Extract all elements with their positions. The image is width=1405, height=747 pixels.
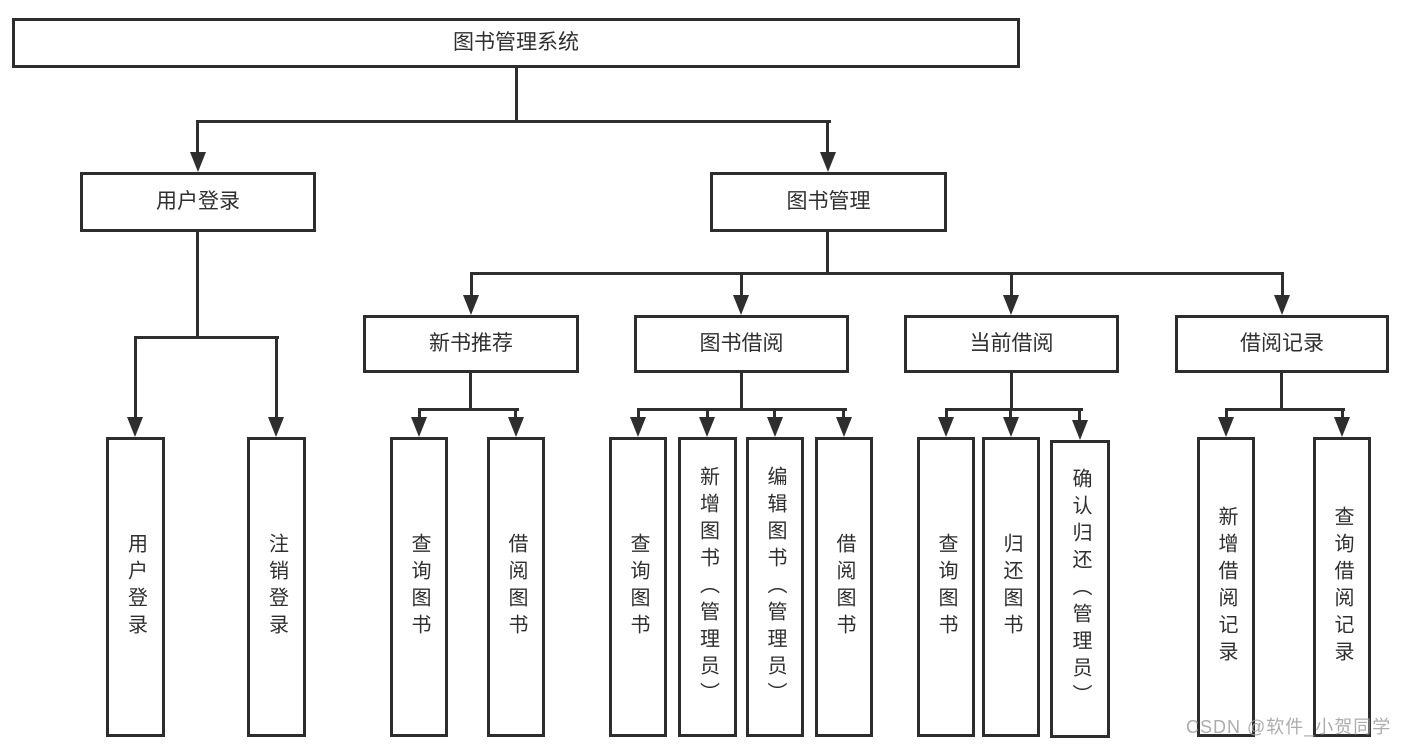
connector-line (706, 408, 709, 419)
leaf-borrow-books: 借阅图书 (815, 437, 873, 737)
connector-line (418, 408, 421, 419)
connector-line (275, 336, 278, 418)
arrow-down-icon (630, 417, 646, 437)
arrow-down-icon (190, 152, 206, 172)
arrow-down-icon (1072, 420, 1088, 440)
arrow-down-icon (1218, 417, 1234, 437)
connector-line (135, 336, 279, 339)
arrow-down-icon (938, 417, 954, 437)
arrow-down-icon (699, 417, 715, 437)
node-book-borrow: 图书借阅 (634, 315, 849, 373)
connector-line (419, 408, 519, 411)
arrow-down-icon (1003, 295, 1019, 315)
node-user-login: 用户登录 (80, 172, 316, 232)
leaf-borrow-books-recommend: 借阅图书 (487, 437, 545, 737)
connector-line (197, 120, 831, 123)
node-new-book-recommend: 新书推荐 (363, 315, 579, 373)
connector-line (1225, 408, 1228, 419)
connector-line (470, 272, 473, 297)
node-root: 图书管理系统 (12, 18, 1020, 68)
leaf-query-books-recommend: 查询图书 (390, 437, 448, 737)
node-borrow-records: 借阅记录 (1175, 315, 1389, 373)
leaf-return-books: 归还图书 (982, 437, 1040, 737)
leaf-query-books-borrow: 查询图书 (609, 437, 667, 737)
connector-line (515, 66, 518, 122)
node-book-management: 图书管理 (710, 172, 947, 232)
connector-line (945, 408, 948, 419)
leaf-edit-books-admin: 编辑图书（管理员） (746, 437, 804, 737)
leaf-add-borrow-record: 新增借阅记录 (1197, 437, 1255, 737)
connector-line (134, 336, 137, 418)
connector-line (826, 120, 829, 153)
connector-line (471, 272, 1284, 275)
leaf-logout: 注销登录 (247, 437, 306, 737)
connector-line (842, 408, 845, 419)
arrow-down-icon (1334, 417, 1350, 437)
connector-line (1010, 371, 1013, 411)
leaf-user-login: 用户登录 (106, 437, 165, 737)
arrow-down-icon (767, 417, 783, 437)
arrow-down-icon (268, 417, 284, 437)
csdn-watermark: CSDN @软件_小贺同学 (1186, 717, 1392, 737)
arrow-down-icon (463, 295, 479, 315)
connector-line (946, 408, 1083, 411)
connector-line (1010, 272, 1013, 297)
arrow-down-icon (411, 417, 427, 437)
connector-line (1341, 408, 1344, 419)
connector-line (773, 408, 776, 419)
connector-line (196, 230, 199, 337)
leaf-confirm-return-admin: 确认归还（管理员） (1050, 440, 1110, 738)
arrow-down-icon (733, 295, 749, 315)
arrow-down-icon (1274, 295, 1290, 315)
arrow-down-icon (1003, 417, 1019, 437)
leaf-add-books-admin: 新增图书（管理员） (678, 437, 737, 737)
connector-line (469, 371, 472, 411)
connector-line (1281, 272, 1284, 297)
connector-line (638, 408, 847, 411)
connector-line (1280, 371, 1283, 411)
connector-line (637, 408, 640, 419)
connector-line (1078, 408, 1081, 422)
arrow-down-icon (508, 417, 524, 437)
arrow-down-icon (820, 152, 836, 172)
connector-line (1226, 408, 1345, 411)
connector-line (740, 371, 743, 411)
arrow-down-icon (836, 417, 852, 437)
connector-line (740, 272, 743, 297)
arrow-down-icon (127, 417, 143, 437)
connector-line (826, 230, 829, 274)
connector-line (1009, 408, 1012, 419)
leaf-query-borrow-record: 查询借阅记录 (1313, 437, 1371, 737)
leaf-query-books-current: 查询图书 (917, 437, 975, 737)
node-current-borrow: 当前借阅 (904, 315, 1119, 373)
connector-line (514, 408, 517, 419)
connector-line (196, 120, 199, 153)
